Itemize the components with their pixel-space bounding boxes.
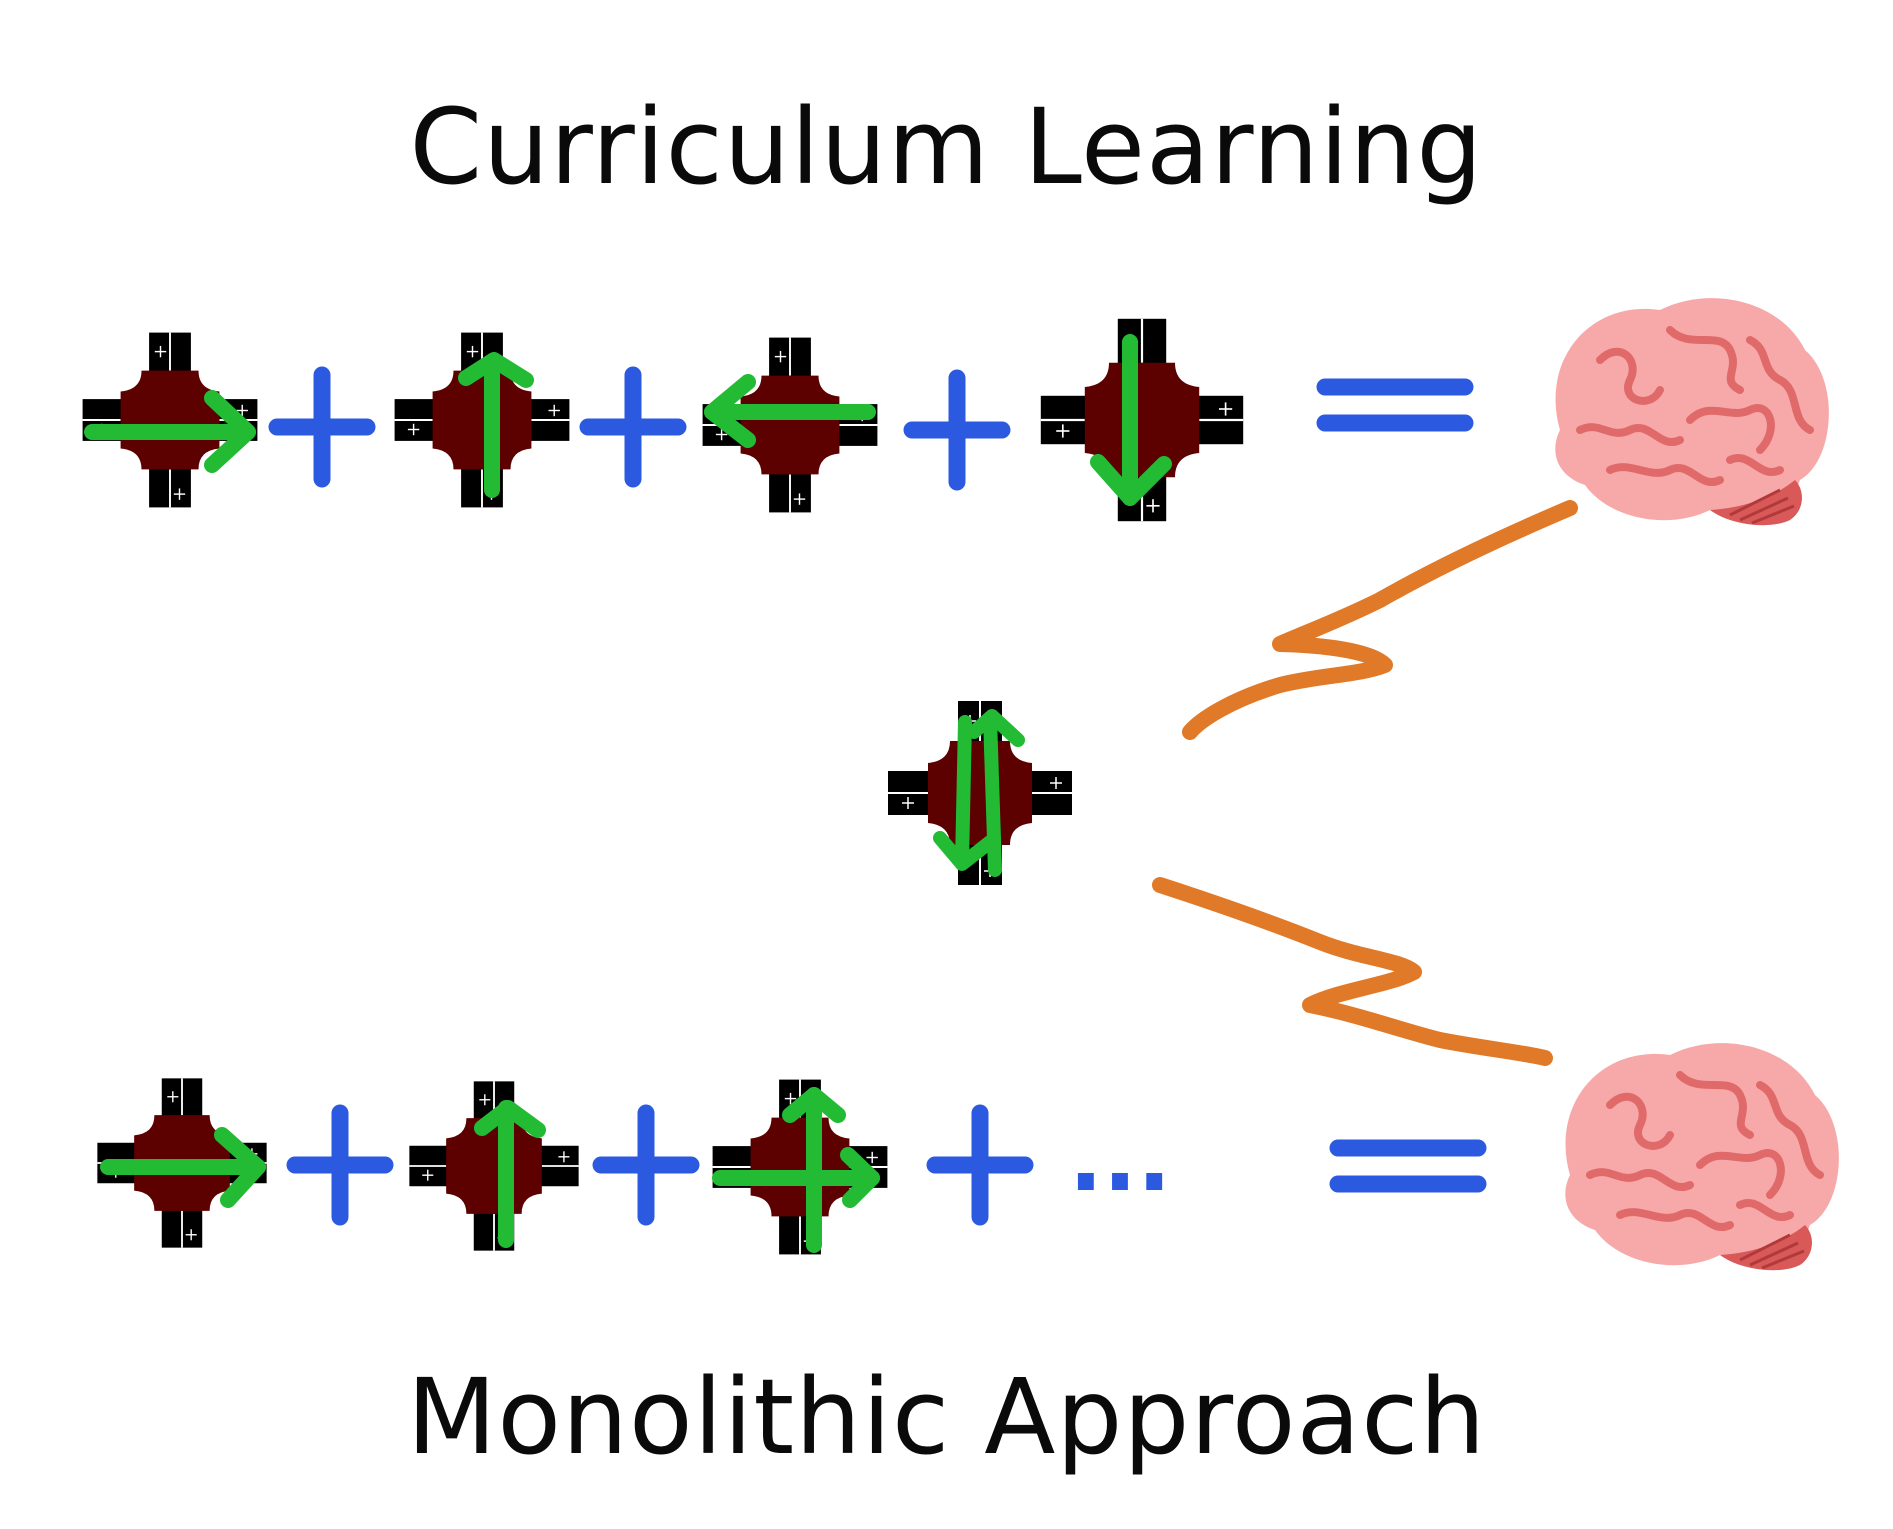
plus-icon [588, 375, 678, 479]
plus-icon [277, 375, 367, 479]
lightning-icon [1182, 500, 1578, 740]
equals-icon [1338, 1148, 1478, 1184]
lightning-icon [1152, 877, 1553, 1066]
intersection-icon [81, 331, 259, 509]
intersection-icon [887, 700, 1073, 886]
intersection-icon [711, 1078, 889, 1256]
intersection-icon [393, 331, 571, 509]
intersection-icon [408, 1080, 580, 1252]
intersection-icon [1039, 317, 1245, 523]
brain-icon [1555, 298, 1829, 525]
plus-icon [935, 1113, 1025, 1217]
plus-icon [295, 1113, 385, 1217]
plus-icon [912, 378, 1002, 482]
intersection-icon [96, 1077, 268, 1249]
equals-icon [1325, 387, 1465, 423]
brain-icon [1565, 1043, 1839, 1270]
intersection-icon [701, 336, 879, 514]
ellipsis-text: ... [1069, 1107, 1172, 1212]
plus-icon [601, 1113, 691, 1217]
curriculum-learning-title: Curriculum Learning [409, 86, 1484, 208]
monolithic-approach-title: Monolithic Approach [406, 1356, 1487, 1478]
